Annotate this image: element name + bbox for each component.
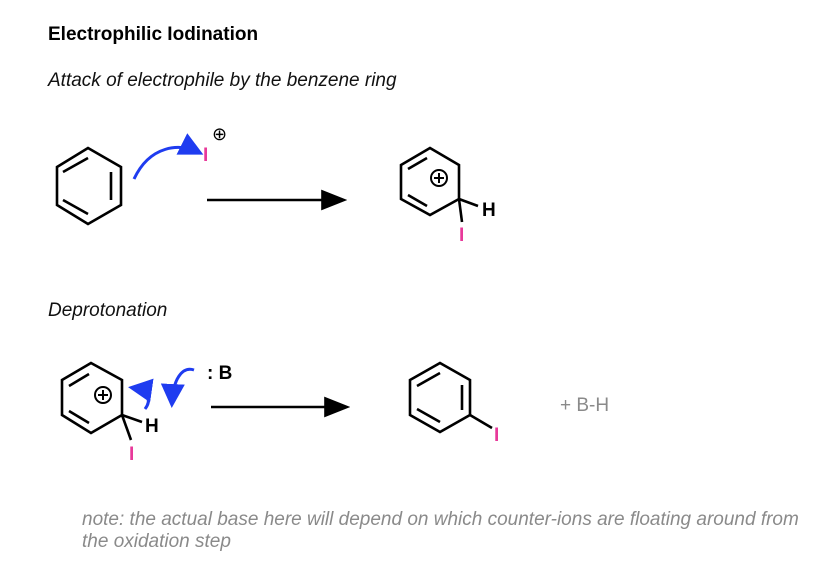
base-attack-arrow-icon [160, 367, 195, 408]
base-label: : B [207, 363, 233, 384]
iodobenzene [408, 361, 493, 434]
footnote: note: the actual base here will depend o… [82, 509, 799, 552]
byproduct-label: + B-H [560, 395, 610, 416]
product-iodine: I [494, 425, 500, 446]
benzene-ring [55, 146, 123, 226]
step2-heading: Deprotonation [48, 300, 168, 321]
bond-electron-arrow-icon [128, 378, 154, 410]
attack-arrow-icon [132, 133, 204, 180]
reactant-hydrogen: H [145, 416, 159, 437]
reactant-iodine: I [129, 444, 135, 465]
page-title: Electrophilic Iodination [48, 24, 259, 45]
arenium-ion-2 [60, 361, 143, 441]
positive-charge-icon: ⊕ [212, 124, 228, 144]
iodine-electrophile: I [203, 145, 209, 166]
intermediate-hydrogen: H [482, 200, 496, 221]
intermediate-iodine: I [459, 225, 465, 246]
arenium-ion [399, 146, 479, 223]
step1-heading: Attack of electrophile by the benzene ri… [48, 70, 397, 91]
